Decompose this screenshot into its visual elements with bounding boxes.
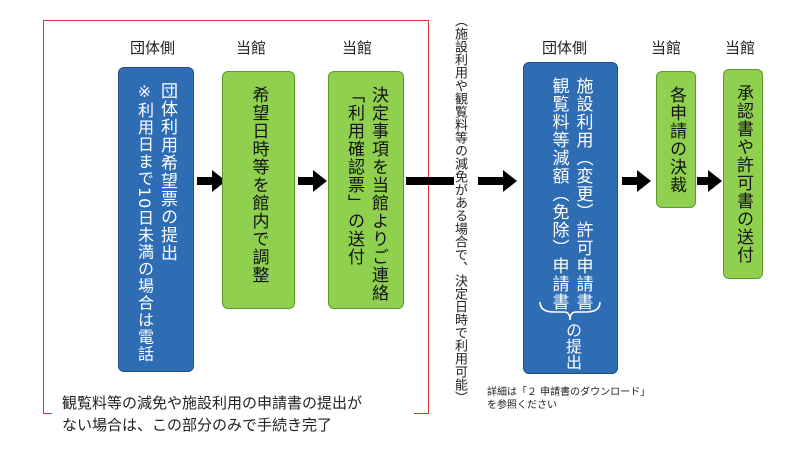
step-decision-notification: 決定事項を当館よりご連絡 「利用確認票」の送付 [328, 71, 404, 309]
step-permit-delivery: 承認書や許可書の送付 [723, 69, 763, 279]
step1-note: ※利用日まで10日未満の場合は電話 [135, 82, 154, 363]
connector-bar [406, 177, 454, 185]
step-approval-decision: 各申請の決裁 [656, 71, 696, 208]
arrow-right-icon [697, 170, 722, 192]
step-group-request-submission: 団体利用希望票の提出 ※利用日まで10日未満の場合は電話 [118, 67, 194, 372]
step4-line1: 施設利用（変更）許可申請書 [572, 77, 593, 311]
frame-gap [52, 400, 414, 416]
arrow-right-icon [478, 170, 517, 192]
header-hall-1: 当館 [236, 39, 267, 57]
header-hall-4: 当館 [725, 39, 756, 57]
step-application-submission: 施設利用（変更）許可申請書 観覧料等減額（免除）申請書 [523, 62, 618, 374]
header-hall-2: 当館 [342, 39, 373, 57]
brace-icon [539, 301, 601, 321]
completion-note-line2: ない場合は、この部分のみで手続き完了 [62, 416, 333, 434]
detail-note: 詳細は「２ 申請書のダウンロード」 を参照ください [487, 386, 650, 412]
step4-line2: 観覧料等減額（免除）申請書 [548, 77, 569, 311]
step-schedule-adjustment: 希望日時等を館内で調整 [222, 71, 295, 309]
arrow-right-icon [622, 170, 651, 192]
step3-title: 決定事項を当館よりご連絡 [368, 86, 388, 302]
completion-note: 観覧料等の減免や施設利用の申請書の提出が ない場合は、この部分のみで手続き完了 [62, 392, 362, 436]
step5-title: 各申請の決裁 [666, 86, 686, 194]
condition-text: （施設利用や観覧料等の減免がある場合で、決定日時で利用可能） [452, 14, 467, 404]
detail-note-line2: を参照ください [487, 400, 557, 411]
step6-title: 承認書や許可書の送付 [733, 84, 753, 264]
header-group-side-1: 団体側 [130, 39, 176, 57]
header-group-side-2: 団体側 [542, 39, 588, 57]
completion-note-line1: 観覧料等の減免や施設利用の申請書の提出が [62, 394, 363, 412]
step4-line3: の提出 [563, 322, 582, 370]
step1-title: 団体利用希望票の提出 [157, 82, 177, 262]
arrow-right-icon [298, 170, 327, 192]
step2-title: 希望日時等を館内で調整 [248, 86, 269, 284]
step3-subtitle: 「利用確認票」の送付 [344, 86, 364, 266]
arrow-right-icon [197, 170, 226, 192]
header-hall-3: 当館 [651, 39, 682, 57]
detail-note-line1: 詳細は「２ 申請書のダウンロード」 [487, 387, 651, 398]
